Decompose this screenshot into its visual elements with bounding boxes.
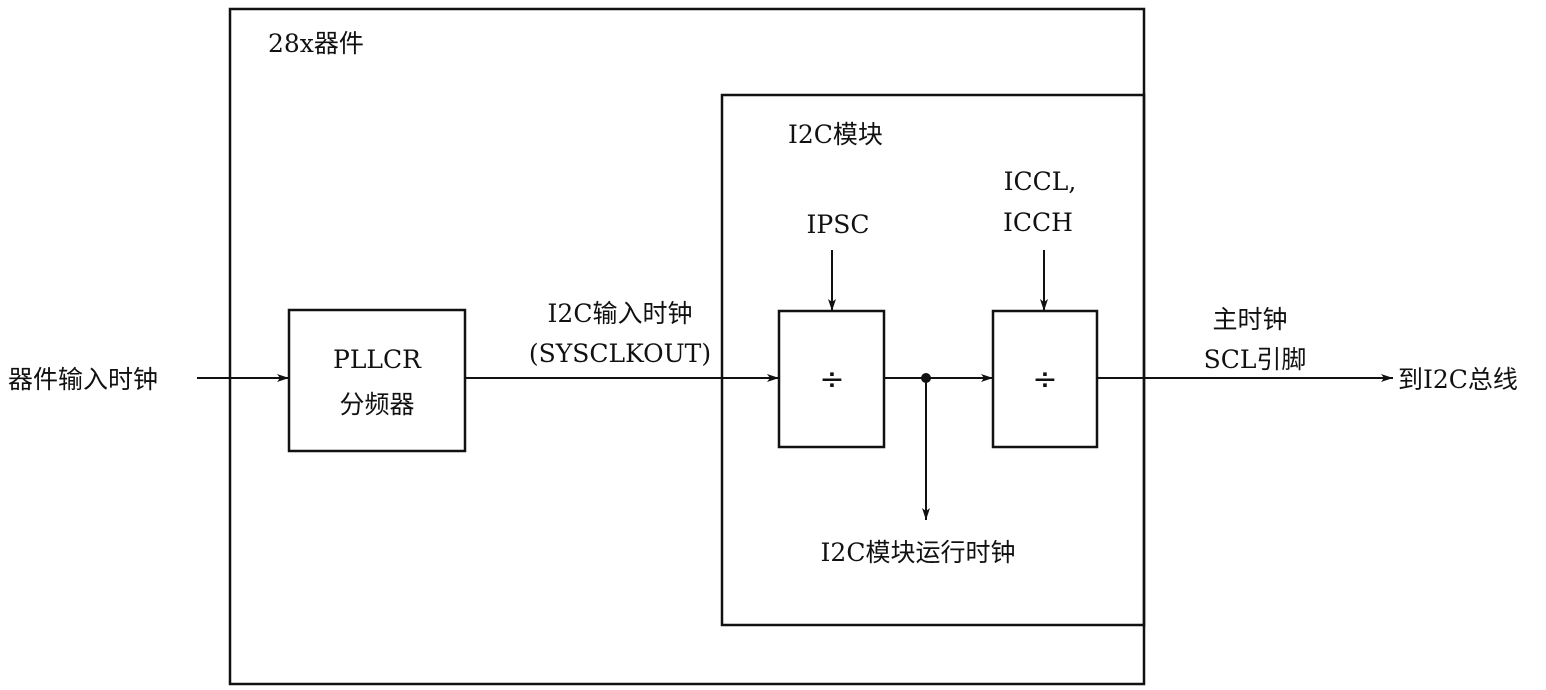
ipsc-divider-symbol: ÷: [819, 362, 844, 397]
module-clock-label: I2C模块运行时钟: [821, 538, 1016, 567]
master-clock-line2: SCL引脚: [1204, 345, 1307, 374]
icc-line2: ICCH: [1003, 208, 1073, 237]
device-label: 28x器件: [268, 29, 364, 58]
icc-divider-symbol: ÷: [1032, 362, 1057, 397]
i2c-module-label: I2C模块: [788, 120, 883, 149]
pllcr-box: [287, 308, 467, 453]
pllcr-line1: PLLCR: [333, 345, 422, 374]
i2c-module-frame: [720, 93, 1146, 627]
i2c-input-clock-line1: I2C输入时钟: [548, 299, 693, 328]
pllcr-line2: 分频器: [339, 390, 414, 419]
icc-line1: ICCL,: [1004, 167, 1077, 196]
bus-output-label: 到I2C总线: [1398, 365, 1518, 394]
ipsc-divider-box: [777, 309, 886, 449]
master-clock-line1: 主时钟: [1212, 305, 1287, 334]
ipsc-label: IPSC: [807, 210, 870, 239]
i2c-input-clock-line2: (SYSCLKOUT): [529, 339, 711, 368]
input-clock-label: 器件输入时钟: [8, 365, 158, 394]
